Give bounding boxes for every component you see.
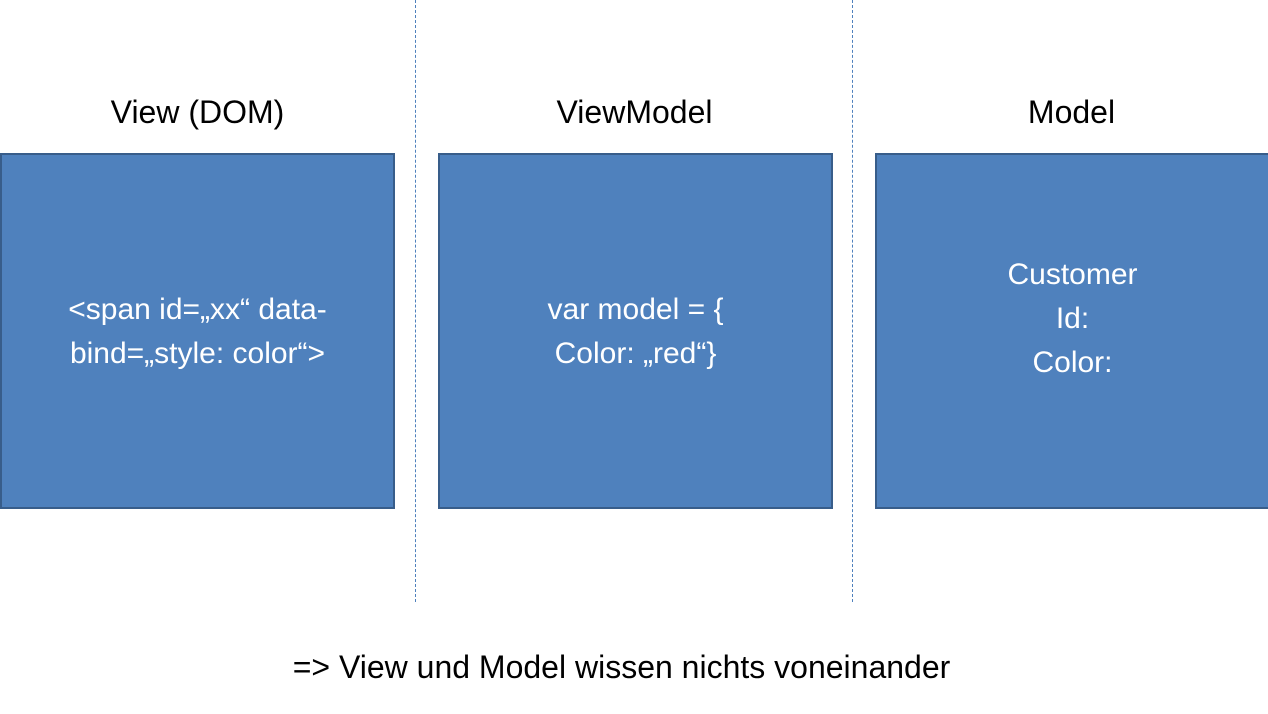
divider-right xyxy=(852,0,853,602)
view-box: <span id=„xx“ data- bind=„style: color“> xyxy=(0,153,395,509)
view-title: View (DOM) xyxy=(110,94,285,130)
viewmodel-title: ViewModel xyxy=(556,94,713,130)
divider-left xyxy=(415,0,416,602)
model-box: Customer Id: Color: xyxy=(875,153,1268,509)
viewmodel-box: var model = { Color: „red“} xyxy=(438,153,833,509)
footer-statement: => View und Model wissen nichts voneinan… xyxy=(292,649,951,685)
view-box-text: <span id=„xx“ data- bind=„style: color“> xyxy=(68,293,327,370)
viewmodel-box-text: var model = { Color: „red“} xyxy=(547,293,724,370)
model-title: Model xyxy=(1027,94,1116,130)
model-box-text: Customer Id: Color: xyxy=(1007,258,1138,379)
